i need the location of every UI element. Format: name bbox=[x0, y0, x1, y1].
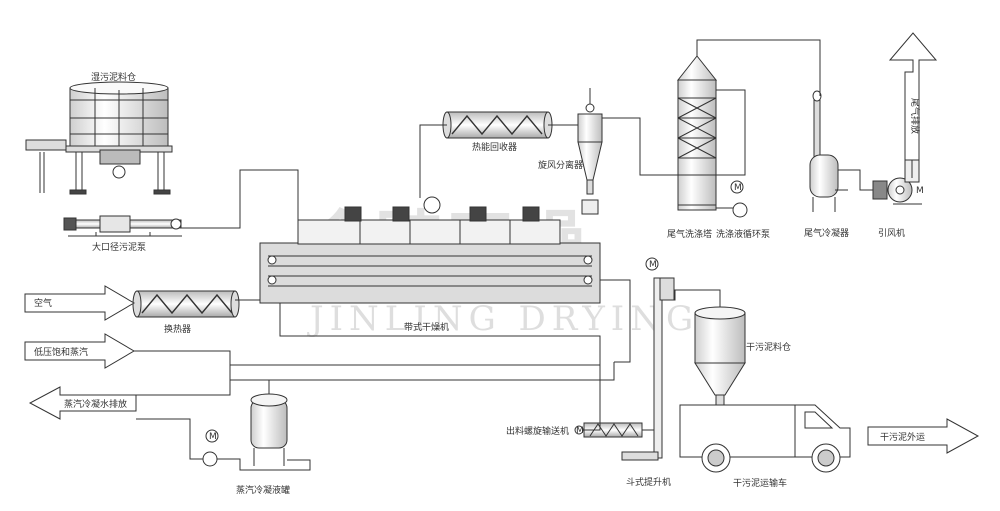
dry-sludge-out-arrow bbox=[867, 418, 980, 454]
tail-gas-condenser bbox=[809, 90, 839, 212]
scrubber-tower bbox=[676, 55, 718, 211]
cyclone-separator bbox=[577, 103, 603, 215]
condensate-discharge-arrow bbox=[28, 386, 137, 420]
dry-sludge-out-label: 干污泥外运 bbox=[880, 431, 925, 443]
condensate-tank bbox=[202, 393, 288, 467]
fan-label: 引风机 bbox=[878, 227, 905, 239]
exhaust-label: 尾气排放 bbox=[909, 98, 921, 134]
heat-recovery-unit bbox=[442, 111, 553, 139]
cyclone-label: 旋风分离器 bbox=[538, 159, 583, 171]
equipment-labels: 湿污泥料仓 大口径污泥泵 热能回收器 旋风分离器 尾气洗涤塔 洗涤液循环泵 尾气… bbox=[34, 71, 925, 496]
circ-pump-label: 洗涤液循环泵 bbox=[716, 228, 770, 240]
circulation-pump bbox=[730, 180, 748, 218]
transport-truck bbox=[679, 404, 851, 473]
condenser-label: 尾气冷凝器 bbox=[804, 227, 849, 239]
large-pump bbox=[63, 215, 182, 237]
scrubber-label: 尾气洗涤塔 bbox=[667, 228, 712, 240]
condensate-tank-label: 蒸汽冷凝液罐 bbox=[236, 484, 290, 496]
bucket-elevator-label: 斗式提升机 bbox=[626, 476, 671, 488]
heat-exchanger-label: 换热器 bbox=[164, 323, 191, 335]
exhaust-arrow bbox=[888, 32, 938, 161]
motor-icon-fan: M bbox=[916, 186, 924, 196]
condensate-discharge-label: 蒸汽冷凝水排放 bbox=[64, 398, 127, 410]
steam-arrow bbox=[24, 333, 135, 369]
screw-conveyor bbox=[574, 422, 643, 438]
induced-draft-fan bbox=[872, 159, 922, 205]
screw-conveyor-label: 出料螺旋输送机 bbox=[506, 425, 569, 437]
bucket-elevator bbox=[621, 257, 675, 461]
truck-label: 干污泥运输车 bbox=[733, 477, 787, 489]
belt-dryer-label: 带式干燥机 bbox=[404, 321, 449, 333]
large-pump-label: 大口径污泥泵 bbox=[92, 241, 146, 253]
motor-icon-scrubber-pump: M bbox=[734, 183, 742, 193]
wet-sludge-bin-label: 湿污泥料仓 bbox=[91, 71, 136, 83]
motor-symbols: M M M M M bbox=[209, 183, 924, 442]
belt-dryer bbox=[259, 196, 601, 304]
dry-sludge-bin-label: 干污泥料仓 bbox=[746, 341, 791, 353]
wet-sludge-bin bbox=[25, 81, 173, 195]
motor-icon-condensate-pump: M bbox=[209, 432, 217, 442]
motor-icon-screw: M bbox=[576, 426, 584, 436]
air-arrow bbox=[24, 285, 135, 321]
steam-label: 低压饱和蒸汽 bbox=[34, 346, 88, 358]
heat-exchanger bbox=[132, 290, 240, 318]
dry-sludge-bin bbox=[694, 306, 746, 406]
air-label: 空气 bbox=[34, 297, 52, 309]
watermark-en: JINLING DRYING bbox=[307, 299, 699, 339]
process-piping bbox=[134, 39, 913, 471]
heat-recovery-label: 热能回收器 bbox=[472, 141, 517, 153]
motor-icon-elevator: M bbox=[649, 260, 657, 270]
